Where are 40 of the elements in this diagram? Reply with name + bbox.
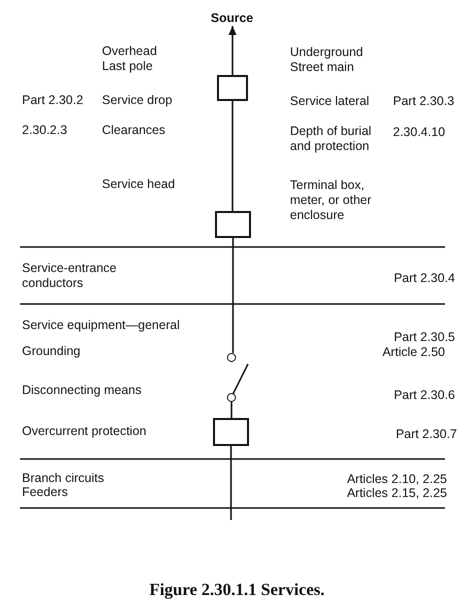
section-label: Feeders	[22, 485, 68, 500]
terminal-circle	[227, 393, 236, 402]
section-label: Grounding	[22, 344, 80, 359]
item-label: Service head	[102, 177, 175, 192]
section-label: Branch circuits	[22, 471, 104, 486]
reference-number: 2.30.4.10	[393, 125, 446, 140]
item-label: Depth of burial and protection	[290, 124, 372, 154]
section-label: Service-entrance conductors	[22, 261, 118, 291]
reference-number: Part 2.30.5	[394, 330, 455, 345]
reference-number: Articles 2.15, 2.25	[346, 486, 447, 501]
item-label: Service lateral	[290, 94, 370, 109]
device-box	[217, 75, 248, 101]
item-label: Terminal box, meter, or other enclosure	[290, 178, 372, 223]
device-box	[215, 211, 251, 238]
reference-number: Part 2.30.4	[394, 271, 455, 286]
side-label: Street main	[290, 60, 354, 75]
reference-number: Part 2.30.2	[22, 93, 84, 108]
reference-number: Articles 2.10, 2.25	[346, 472, 447, 487]
device-box	[213, 418, 249, 446]
wire-line	[232, 101, 234, 211]
section-label: Service equipment—general	[22, 318, 180, 333]
item-label: Service drop	[102, 93, 172, 108]
reference-number: Article 2.50	[382, 345, 445, 360]
side-label: Underground	[290, 45, 363, 60]
wire-line	[230, 446, 232, 520]
side-label: Last pole	[102, 59, 153, 74]
section-label: Disconnecting means	[22, 383, 142, 398]
reference-number: 2.30.2.3	[22, 123, 68, 138]
arrow	[228, 26, 236, 75]
figure-caption: Figure 2.30.1.1 Services.	[148, 580, 326, 600]
terminal-circle	[227, 353, 236, 362]
side-label: Overhead	[102, 44, 157, 59]
source-label: Source	[205, 10, 259, 26]
reference-number: Part 2.30.3	[393, 94, 454, 109]
wire-line	[230, 402, 232, 418]
item-label: Clearances	[102, 123, 166, 138]
reference-number: Part 2.30.6	[394, 388, 455, 403]
wire-line	[232, 238, 234, 353]
reference-number: Part 2.30.7	[396, 427, 457, 442]
section-label: Overcurrent protection	[22, 424, 146, 439]
